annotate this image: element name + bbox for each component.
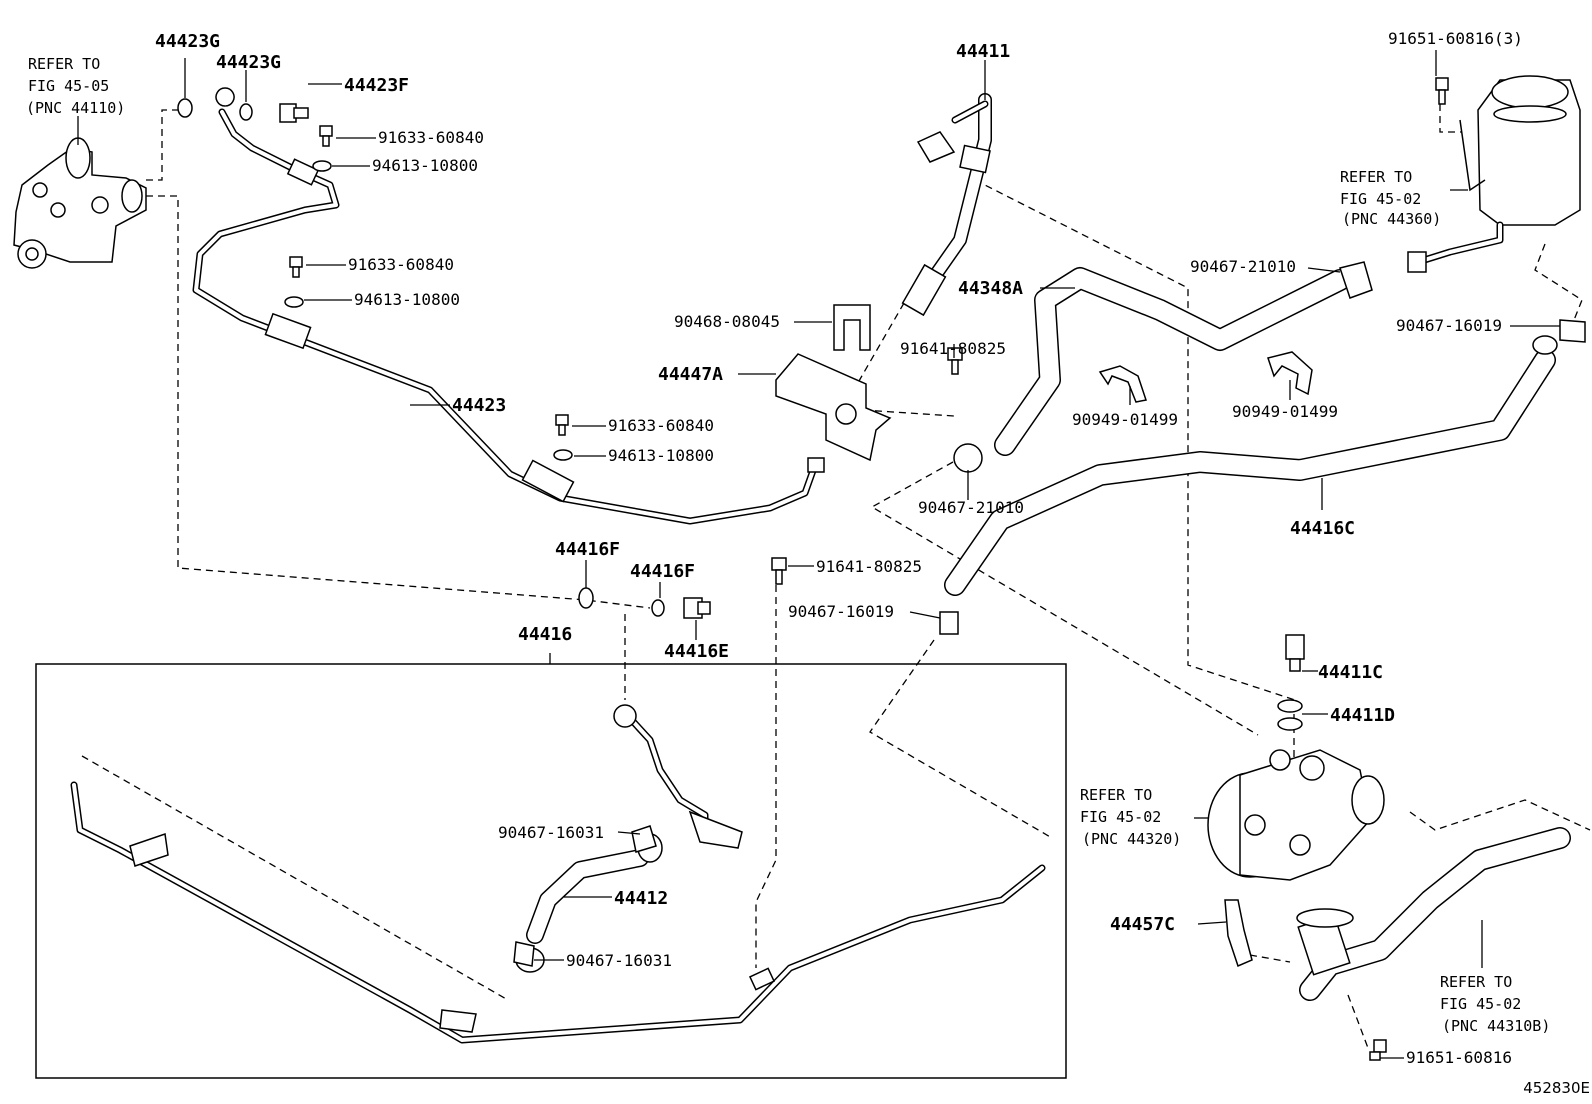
part-label: 94613-10800	[354, 290, 460, 309]
part-label: 44423G	[155, 31, 220, 52]
reference-note-44320: REFER TO FIG 45-02 (PNC 44320)	[1080, 786, 1181, 848]
power-steering-pump-right	[1207, 749, 1385, 881]
part-label: 44411C	[1318, 662, 1383, 683]
part-label: 44416	[518, 624, 572, 645]
bracket-44447A	[775, 304, 892, 462]
reference-note-44360: REFER TO FIG 45-02 (PNC 44360)	[1340, 168, 1441, 228]
part-label: 44416E	[664, 641, 729, 662]
svg-text:REFER TO: REFER TO	[1340, 168, 1412, 186]
svg-text:FIG 45-05: FIG 45-05	[28, 77, 109, 95]
svg-text:FIG 45-02: FIG 45-02	[1340, 190, 1421, 208]
part-label: 90467-16019	[788, 602, 894, 621]
sub-assembly-box	[35, 663, 1067, 1079]
hose-44412	[515, 704, 743, 973]
part-label: 91651-60816(3)	[1388, 29, 1523, 48]
part-label: 44423G	[216, 52, 281, 73]
diagram-code: 452830E	[1523, 1079, 1590, 1097]
part-label: 94613-10800	[608, 446, 714, 465]
hose-44348A	[953, 261, 1373, 473]
part-label: 44348A	[958, 278, 1023, 299]
pipe-44423	[192, 87, 825, 525]
svg-text:(PNC 44310B): (PNC 44310B)	[1442, 1017, 1550, 1035]
hose-44411	[901, 93, 992, 317]
svg-text:REFER TO: REFER TO	[28, 55, 100, 73]
svg-text:(PNC 44320): (PNC 44320)	[1082, 830, 1181, 848]
part-label: 44416F	[630, 561, 695, 582]
part-label: 44411	[956, 41, 1010, 62]
part-label: 44423F	[344, 75, 409, 96]
svg-text:(PNC 44360): (PNC 44360)	[1342, 210, 1441, 228]
part-label: 44411D	[1330, 705, 1395, 726]
pipe-44416	[70, 781, 1046, 1044]
hose-44416C	[944, 335, 1558, 596]
reservoir	[1407, 75, 1581, 273]
part-label: 94613-10800	[372, 156, 478, 175]
part-label: 44416F	[555, 539, 620, 560]
hardware	[177, 77, 1586, 1061]
svg-text:FIG 45-02: FIG 45-02	[1440, 995, 1521, 1013]
reference-note-44110: REFER TO FIG 45-05 (PNC 44110)	[26, 55, 125, 117]
part-label: 91633-60840	[378, 128, 484, 147]
part-label: 91641-80825	[900, 339, 1006, 358]
part-label: 91641-80825	[816, 557, 922, 576]
leader-lines	[77, 50, 1560, 1059]
part-label: 91633-60840	[348, 255, 454, 274]
power-steering-pump-left	[13, 137, 147, 269]
reference-note-44310b: REFER TO FIG 45-02 (PNC 44310B)	[1440, 973, 1550, 1035]
part-label: 90467-16031	[498, 823, 604, 842]
part-label: 90467-21010	[1190, 257, 1296, 276]
part-label: 44412	[614, 888, 668, 909]
part-label: 90949-01499	[1072, 410, 1178, 429]
svg-text:FIG 45-02: FIG 45-02	[1080, 808, 1161, 826]
part-label: 90467-16019	[1396, 316, 1502, 335]
part-label: 90468-08045	[674, 312, 780, 331]
part-label: 91651-60816	[1406, 1048, 1512, 1067]
part-label: 44416C	[1290, 518, 1355, 539]
svg-text:REFER TO: REFER TO	[1440, 973, 1512, 991]
part-label: 44423	[452, 395, 506, 416]
part-label: 44457C	[1110, 914, 1175, 935]
part-labels: 44423G 44423G 44423F 91633-60840 94613-1…	[155, 29, 1523, 1067]
part-label: 90467-16031	[566, 951, 672, 970]
svg-text:REFER TO: REFER TO	[1080, 786, 1152, 804]
part-label: 91633-60840	[608, 416, 714, 435]
svg-text:(PNC 44110): (PNC 44110)	[26, 99, 125, 117]
part-label: 44447A	[658, 364, 723, 385]
part-label: 90467-21010	[918, 498, 1024, 517]
return-hose-right	[1224, 827, 1571, 1001]
part-label: 90949-01499	[1232, 402, 1338, 421]
